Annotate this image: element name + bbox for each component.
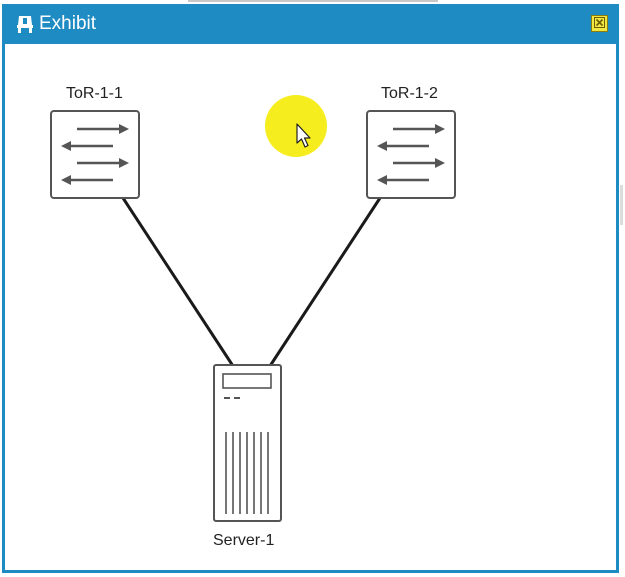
window-title: Exhibit: [39, 13, 97, 34]
cursor-highlight: [265, 95, 327, 157]
node-label-tor-1-1: ToR-1-1: [66, 85, 123, 102]
mouse-pointer-icon: [296, 123, 311, 148]
exhibit-window: Exhibit: [2, 4, 619, 573]
network-diagram: [50, 95, 456, 522]
exhibit-canvas: ToR-1-1 ToR-1-2 Server-1: [5, 44, 616, 570]
link-tor2-server: [268, 197, 382, 367]
node-label-tor-1-2: ToR-1-2: [381, 85, 438, 102]
server-icon[interactable]: [213, 364, 282, 522]
node-label-server-1: Server-1: [213, 532, 275, 549]
close-button[interactable]: [591, 15, 608, 32]
title-bar[interactable]: Exhibit: [5, 4, 616, 44]
right-edge-mark: [620, 185, 623, 225]
switch-icon[interactable]: [366, 110, 456, 199]
link-tor1-server: [121, 197, 235, 367]
close-icon: [594, 15, 605, 33]
switch-icon[interactable]: [50, 110, 140, 199]
exhibit-icon: [15, 14, 35, 34]
top-edge-line: [188, 0, 438, 2]
